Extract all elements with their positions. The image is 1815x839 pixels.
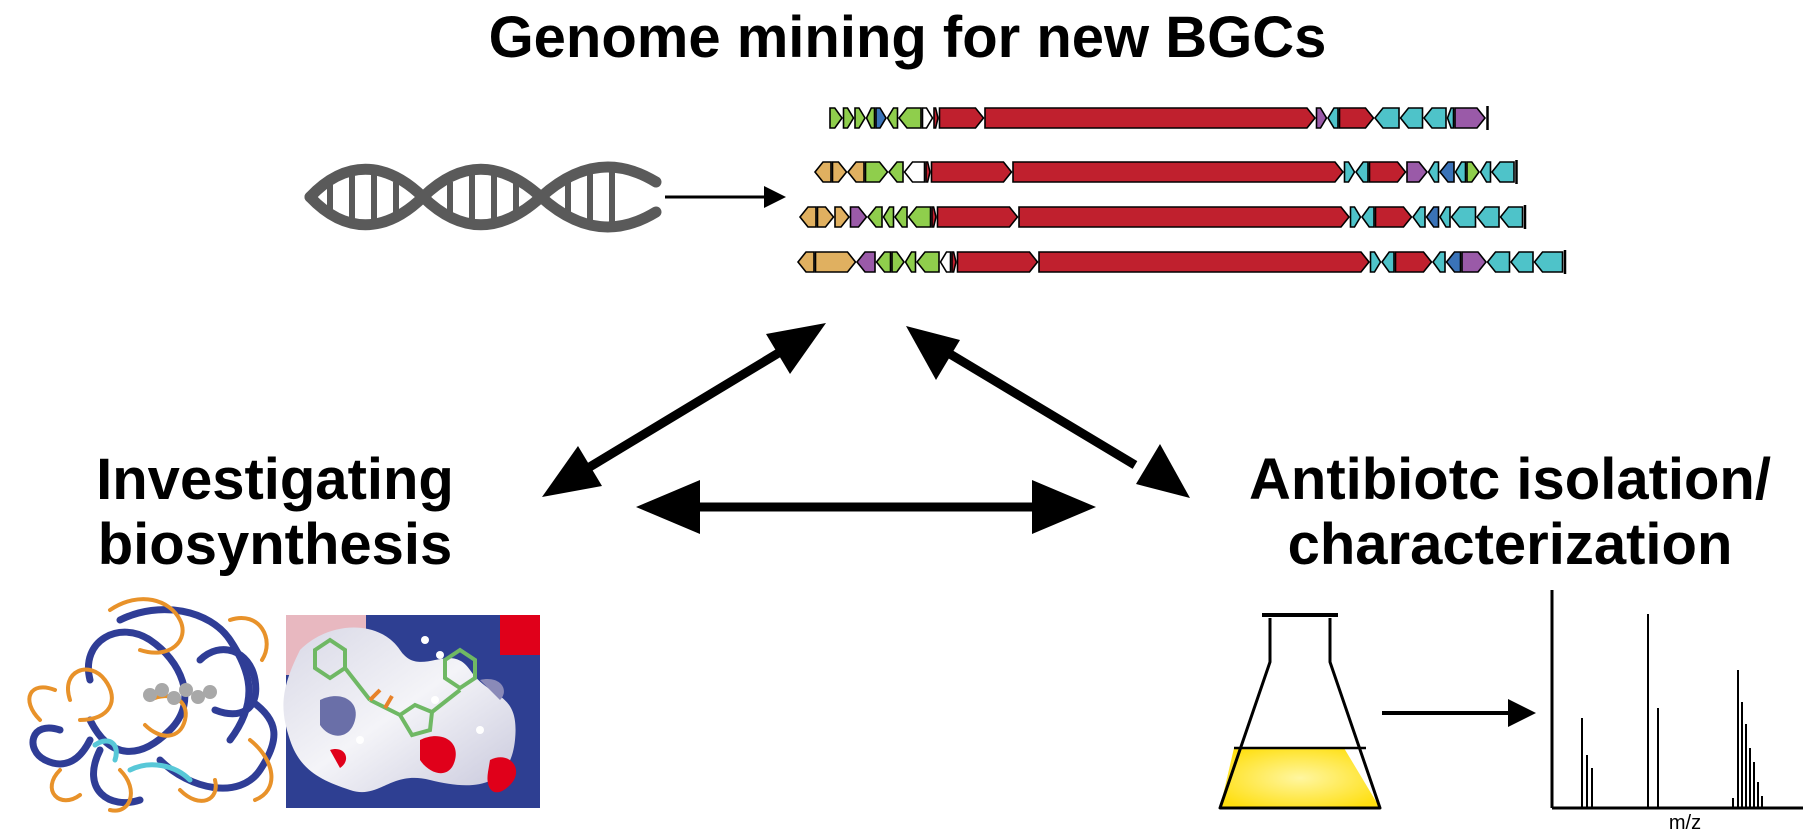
gene-arrow [1466,161,1480,183]
gene-arrow [1445,251,1462,273]
gene-arrow [831,161,848,183]
gene-arrow [1369,251,1382,273]
gene-arrow [931,206,937,228]
gene-arrow [951,251,957,273]
gene-arrow [1422,107,1447,129]
gene-arrow [1315,107,1328,129]
gene-arrow [938,107,985,129]
label-investigating-biosynthesis: Investigating biosynthesis [40,447,510,578]
gene-arrow [875,251,892,273]
gene-arrow [925,161,931,183]
gene-arrow [894,206,908,228]
gene-clusters [796,106,1567,274]
gene-arrow [1327,107,1339,129]
gene-arrow [956,251,1039,273]
gene-arrow [846,161,865,183]
gene-arrow [1461,251,1488,273]
gene-arrow [796,251,815,273]
gene-arrow [816,206,835,228]
gene-arrow [855,251,876,273]
gene-arrow [939,251,952,273]
gene-arrow [907,206,932,228]
gene-arrow [842,107,855,129]
gene-arrow [930,161,1013,183]
gene-arrow [1394,251,1433,273]
binding-pocket-surface-image [283,615,540,808]
gene-arrow [1373,107,1400,129]
gene-arrow [933,107,939,129]
gene-arrow [1499,206,1524,228]
gene-arrow [829,107,843,129]
gene-arrow [1454,161,1467,183]
gene-arrow [1406,161,1429,183]
left-label-line1: Investigating [96,447,454,512]
gene-arrow [921,107,934,129]
gene-arrow [834,206,851,228]
gene-arrow [882,206,895,228]
gene-arrow [887,161,904,183]
gene-arrow [1490,161,1515,183]
gene-arrow [1432,251,1446,273]
gene-arrow [1509,251,1534,273]
flask-to-spectrum-arrow [1382,699,1536,727]
gene-arrow [1425,206,1440,228]
arrow-genome-to-antibiotic [906,326,1190,498]
arrow-genome-to-biosynthesis [542,323,826,497]
spectrum-axis-label: m/z [1668,812,1702,834]
gene-arrow [1338,107,1375,129]
dna-helix-icon [304,161,662,233]
gene-arrow [1438,161,1455,183]
gene-arrow [1012,161,1345,183]
gene-arrow [1343,161,1356,183]
gene-arrow [1381,251,1395,273]
gene-arrow [1368,161,1407,183]
gene-arrow [849,206,868,228]
gene-arrow [1475,206,1500,228]
gene-arrow [854,107,866,129]
dna-to-cluster-arrow [665,186,786,208]
gene-arrow [1439,206,1451,228]
gene-arrow [1450,206,1477,228]
gene-arrow [904,251,917,273]
gene-arrow [1486,251,1511,273]
gene-arrow [875,107,887,129]
arrow-biosynthesis-to-antibiotic [636,480,1096,534]
gene-arrow [903,161,926,183]
gene-arrow [866,206,883,228]
diagram-title: Genome mining for new BGCs [488,5,1327,70]
gene-arrow [1018,206,1351,228]
gene-arrow [984,107,1317,129]
erlenmeyer-flask-icon [1218,613,1382,810]
right-label-line2: characterization [1287,511,1733,577]
gene-arrow [1374,206,1413,228]
gene-arrow [1412,206,1426,228]
gene-arrow [814,251,857,273]
gene-arrow [915,251,940,273]
gene-arrow [891,251,905,273]
label-antibiotic-isolation: Antibiotc isolation/ characterization [1205,447,1815,578]
gene-arrow [897,107,922,129]
gene-arrow [864,161,889,183]
gene-arrow [1361,206,1375,228]
right-label-line1: Antibiotc isolation/ [1249,447,1771,512]
gene-arrow [1533,251,1564,273]
gene-arrow [1479,161,1492,183]
gene-arrow [813,161,832,183]
gene-arrow [886,107,899,129]
gene-arrow [1349,206,1362,228]
gene-arrow [1355,161,1369,183]
gene-arrow [865,107,876,129]
gene-arrow [936,206,1019,228]
protein-ribbon-structure-image [27,597,278,813]
mass-spectrum-plot [1550,590,1803,810]
gene-arrow [1038,251,1371,273]
left-label-line2: biosynthesis [97,511,453,577]
gene-arrow [1454,107,1487,129]
gene-arrow [1399,107,1424,129]
gene-arrow [798,206,817,228]
gene-arrow [1446,107,1455,129]
gene-arrow [1427,161,1440,183]
